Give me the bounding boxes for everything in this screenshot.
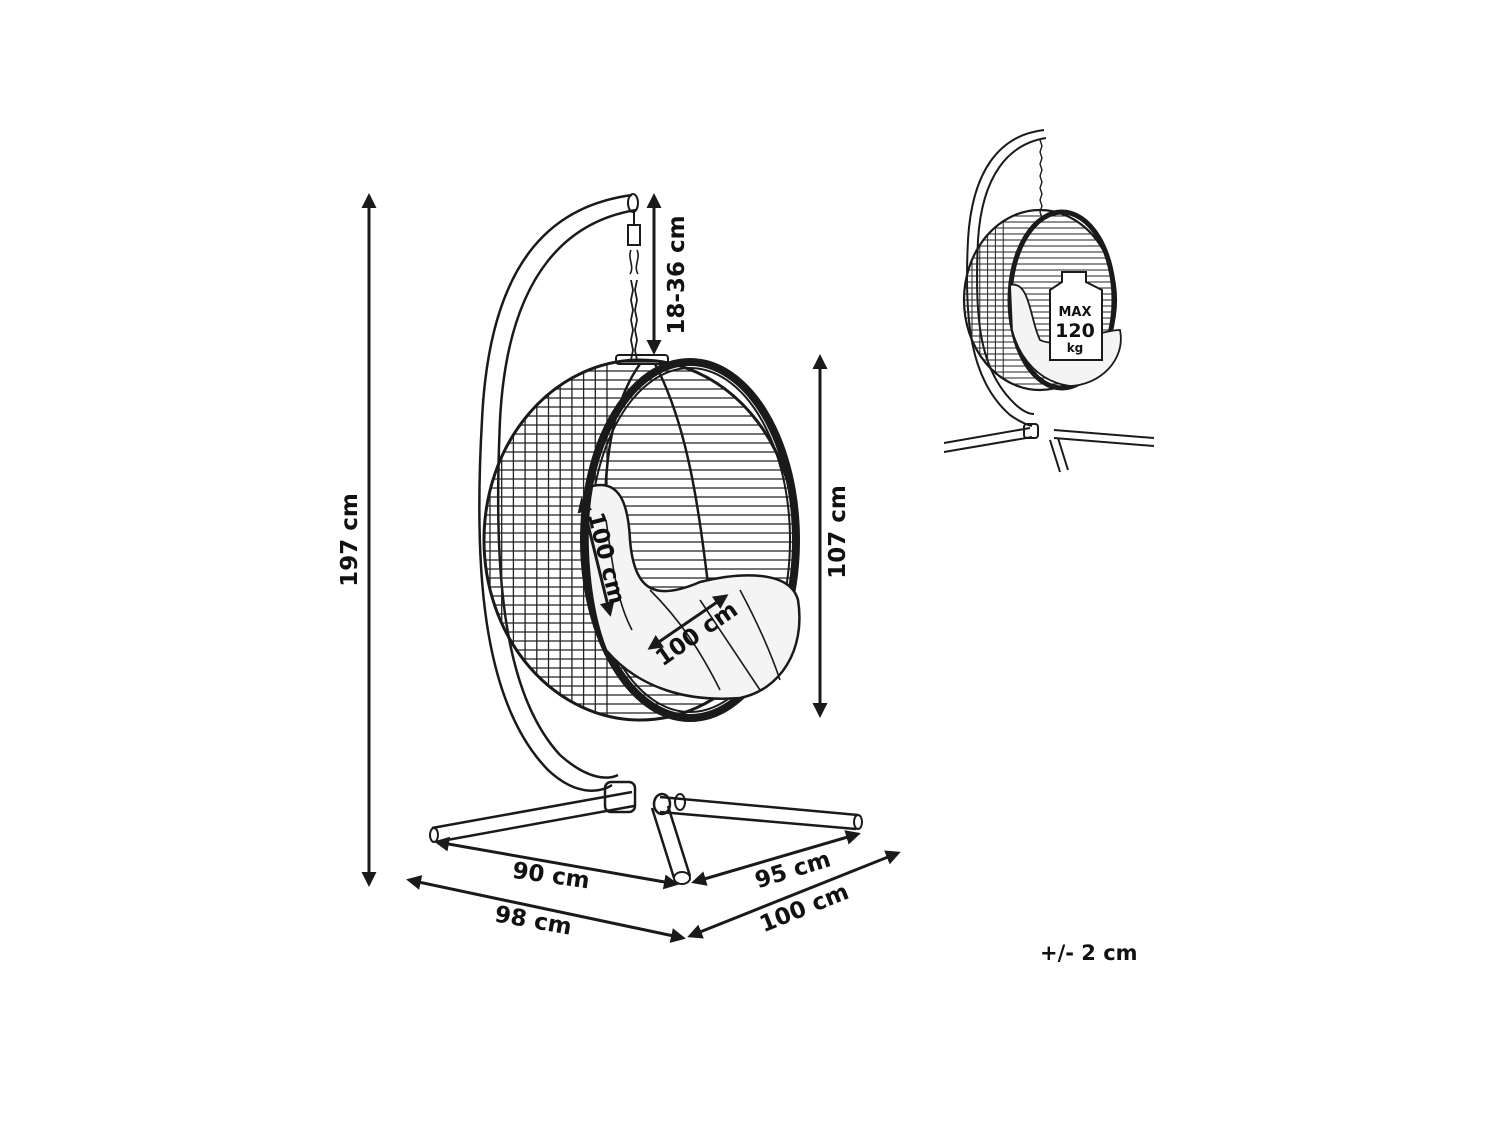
base-inner-left-label: 90 cm xyxy=(511,858,591,895)
basket-height-label: 107 cm xyxy=(825,485,851,579)
base-outer-left-arrow xyxy=(406,875,686,943)
chain-icon xyxy=(615,210,669,365)
total-height-label: 197 cm xyxy=(337,493,363,587)
seat-depth-arrow xyxy=(577,497,615,617)
dimension-lines xyxy=(361,193,901,943)
max-load-line2: 120 xyxy=(1055,320,1095,342)
base-outer-right-arrow xyxy=(687,850,901,939)
chain-length-label: 18-36 cm xyxy=(664,215,690,334)
small-chair-illustration: MAX 120 kg xyxy=(943,129,1155,473)
seat-width-arrow xyxy=(647,594,729,650)
tolerance-note: +/- 2 cm xyxy=(1040,941,1138,965)
max-load-line1: MAX xyxy=(1058,305,1091,320)
base-outer-left-label: 98 cm xyxy=(493,902,574,941)
hanging-chair-illustration xyxy=(429,193,863,885)
weight-badge-icon: MAX 120 kg xyxy=(1049,271,1103,361)
max-load-line3: kg xyxy=(1067,341,1084,355)
